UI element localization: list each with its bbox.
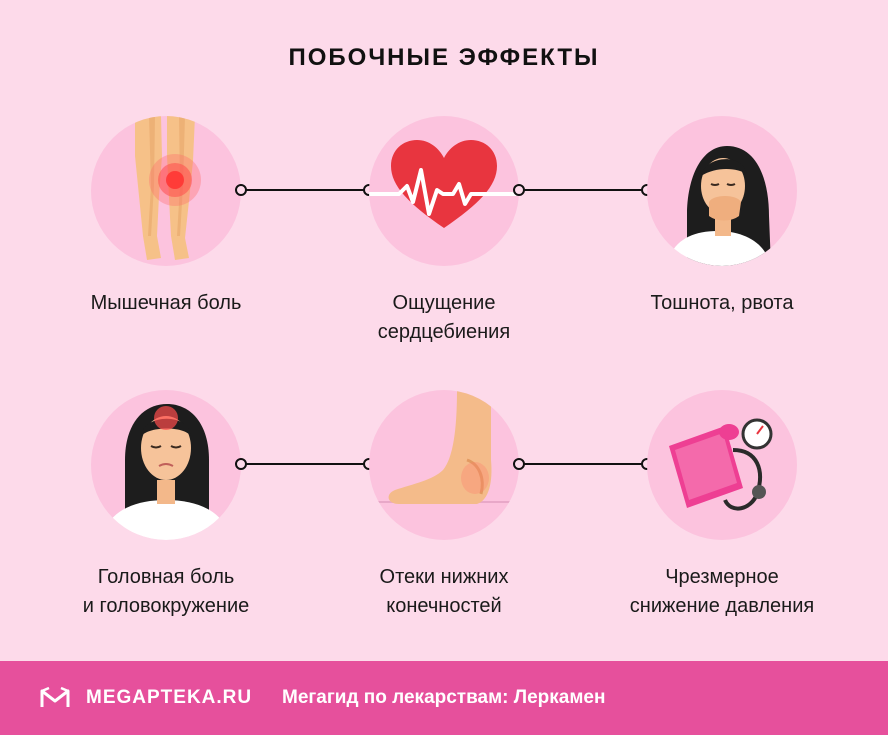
footer-bar: MEGAPTEKA.RU Мегагид по лекарствам: Лерк…	[0, 661, 888, 735]
heart-pulse-icon	[369, 116, 519, 266]
connector-line	[235, 184, 375, 196]
connector-line	[513, 184, 653, 196]
brand-name: MEGAPTEKA.RU	[86, 687, 253, 708]
nausea-woman-icon	[647, 116, 797, 266]
effect-label-nausea: Тошнота, рвота	[650, 292, 794, 314]
legs-pain-icon	[91, 116, 241, 266]
headache-woman-icon	[91, 390, 241, 540]
swollen-foot-icon	[369, 390, 519, 540]
effect-label-muscle-pain: Мышечная боль	[90, 292, 242, 314]
blood-pressure-monitor-icon	[647, 390, 797, 540]
connector-line	[513, 458, 653, 470]
page-title: ПОБОЧНЫЕ ЭФФЕКТЫ	[288, 44, 600, 71]
megapteka-logo-icon	[40, 686, 70, 707]
guide-caption: Мегагид по лекарствам: Леркамен	[282, 687, 606, 708]
connector-line	[235, 458, 375, 470]
